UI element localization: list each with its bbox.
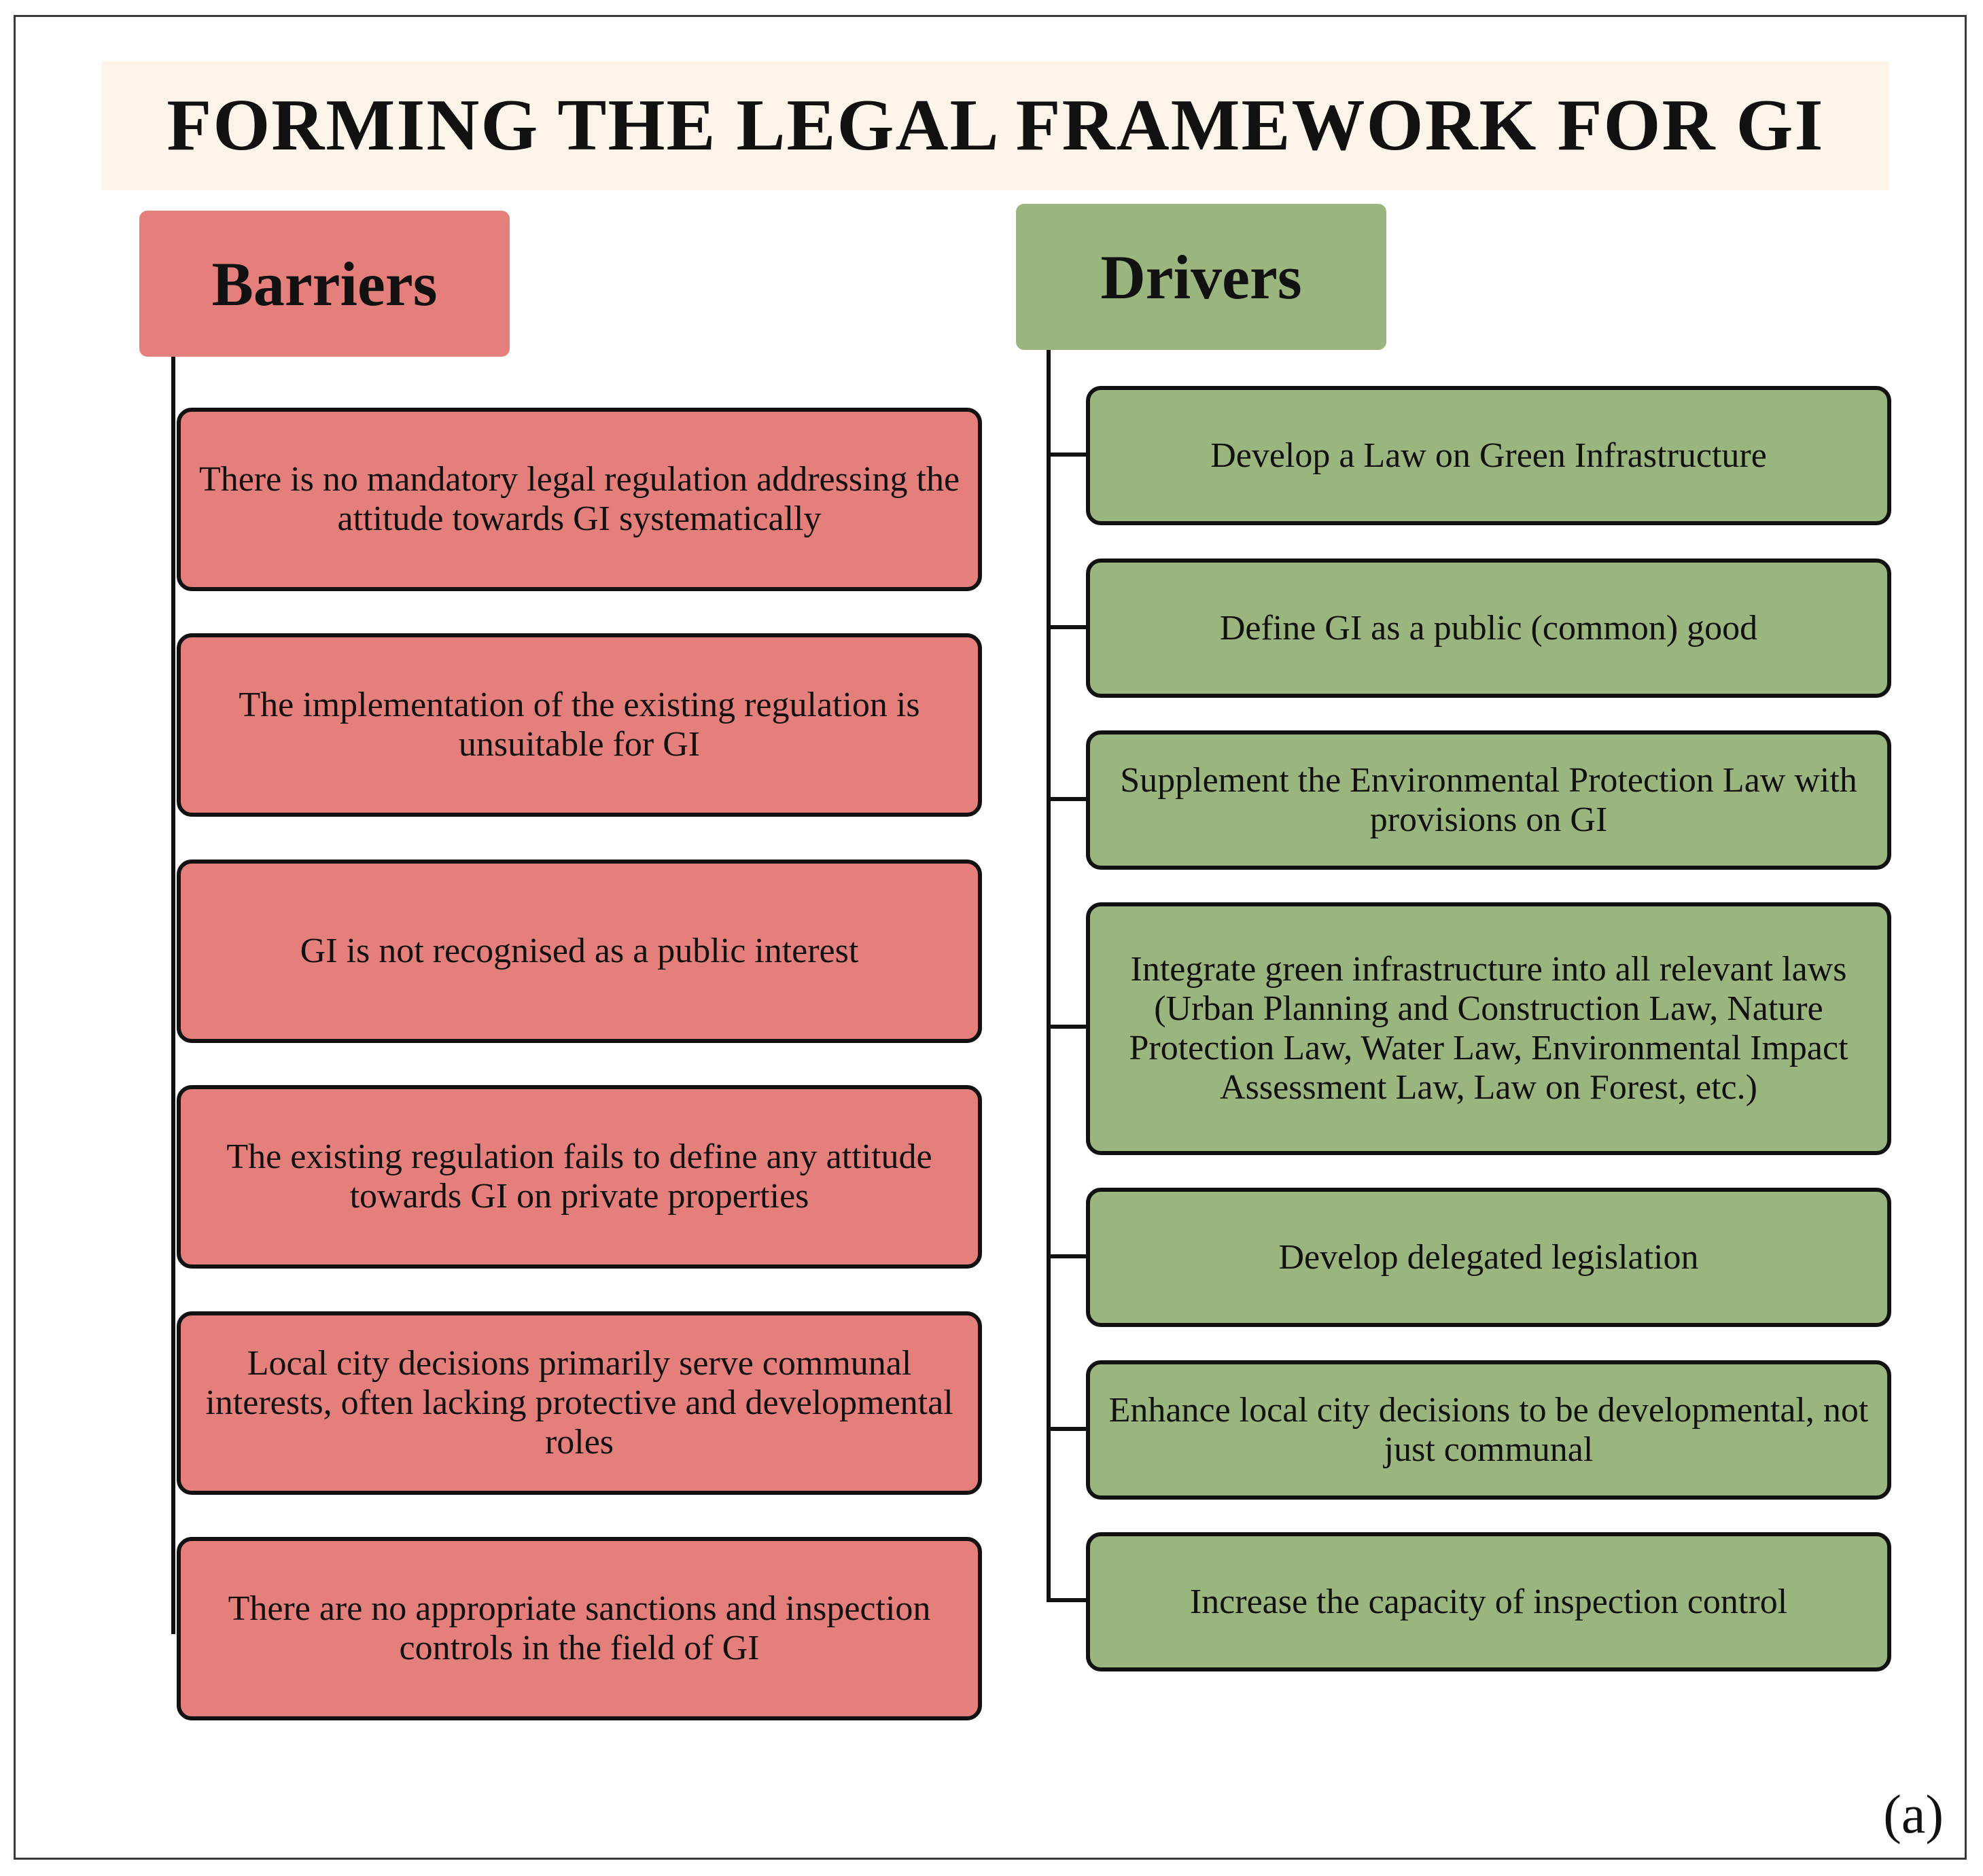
driver-connector-7 <box>1047 1598 1087 1602</box>
driver-connector-6 <box>1047 1427 1087 1431</box>
diagram-title: FORMING THE LEGAL FRAMEWORK FOR GI <box>166 85 1825 166</box>
driver-box-2: Define GI as a public (common) good <box>1086 559 1891 698</box>
driver-text-2: Define GI as a public (common) good <box>1219 608 1758 648</box>
drivers-heading: Drivers <box>1016 204 1386 350</box>
driver-box-7: Increase the capacity of inspection cont… <box>1086 1532 1891 1671</box>
barrier-box-3: GI is not recognised as a public interes… <box>177 860 982 1043</box>
title-banner: FORMING THE LEGAL FRAMEWORK FOR GI <box>102 61 1889 190</box>
driver-box-3: Supplement the Environmental Protection … <box>1086 730 1891 870</box>
driver-text-1: Develop a Law on Green Infrastructure <box>1210 436 1767 475</box>
barrier-text-6: There are no appropriate sanctions and i… <box>228 1589 931 1667</box>
driver-connector-4 <box>1047 1025 1087 1029</box>
panel-label: (a) <box>1883 1785 1944 1845</box>
driver-text-6: Enhance local city decisions to be devel… <box>1108 1390 1869 1469</box>
barriers-connector-line <box>171 357 175 1634</box>
barriers-heading-label: Barriers <box>211 249 438 319</box>
driver-box-1: Develop a Law on Green Infrastructure <box>1086 386 1891 525</box>
driver-box-5: Develop delegated legislation <box>1086 1188 1891 1327</box>
barrier-box-1: There is no mandatory legal regulation a… <box>177 408 982 591</box>
barrier-box-6: There are no appropriate sanctions and i… <box>177 1537 982 1720</box>
drivers-heading-label: Drivers <box>1100 242 1302 312</box>
driver-connector-5 <box>1047 1254 1087 1258</box>
driver-text-4: Integrate green infrastructure into all … <box>1129 950 1848 1107</box>
driver-box-6: Enhance local city decisions to be devel… <box>1086 1360 1891 1500</box>
barrier-text-4: The existing regulation fails to define … <box>226 1137 932 1216</box>
barrier-text-2: The implementation of the existing regul… <box>239 686 920 764</box>
driver-connector-1 <box>1047 453 1087 457</box>
driver-text-7: Increase the capacity of inspection cont… <box>1189 1582 1788 1621</box>
barrier-text-1: There is no mandatory legal regulation a… <box>198 460 960 538</box>
driver-text-5: Develop delegated legislation <box>1278 1237 1699 1277</box>
driver-connector-3 <box>1047 797 1087 801</box>
driver-connector-2 <box>1047 625 1087 629</box>
barrier-text-5: Local city decisions primarily serve com… <box>205 1344 953 1462</box>
barrier-text-3: GI is not recognised as a public interes… <box>300 932 859 970</box>
drivers-connector-line <box>1047 350 1051 1602</box>
driver-box-4: Integrate green infrastructure into all … <box>1086 902 1891 1155</box>
barrier-box-2: The implementation of the existing regul… <box>177 633 982 817</box>
barriers-heading: Barriers <box>139 211 510 357</box>
driver-text-3: Supplement the Environmental Protection … <box>1120 760 1857 839</box>
barrier-box-5: Local city decisions primarily serve com… <box>177 1311 982 1495</box>
barrier-box-4: The existing regulation fails to define … <box>177 1085 982 1269</box>
